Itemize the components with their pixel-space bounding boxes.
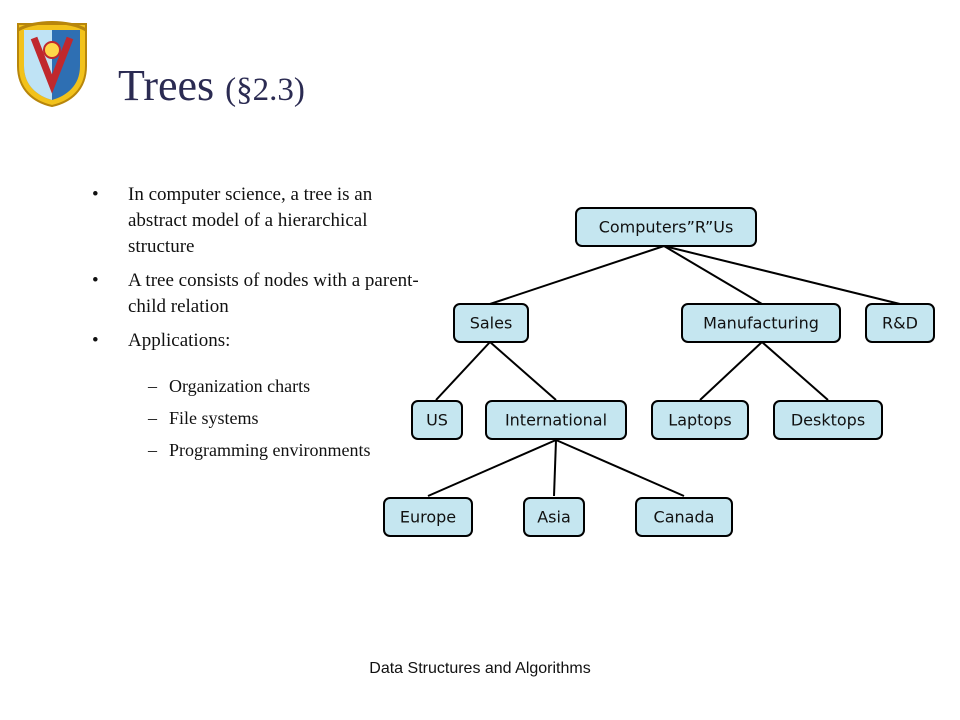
slide-title: Trees (§2.3) [118, 60, 305, 111]
node-laptops-label: Laptops [668, 411, 731, 430]
edge-international-europe [427, 439, 557, 497]
application-org-charts: Organization charts [148, 373, 370, 399]
application-programming-env: Programming environments [148, 437, 370, 463]
node-laptops: Laptops [651, 400, 749, 440]
application-file-systems: File systems [148, 405, 370, 431]
node-rd-label: R&D [882, 314, 918, 333]
edge-root-sales [489, 245, 665, 305]
node-desktops-label: Desktops [791, 411, 865, 430]
node-europe-label: Europe [400, 508, 456, 527]
node-asia: Asia [523, 497, 585, 537]
bullet-parent-child: A tree consists of nodes with a parent-c… [88, 268, 433, 320]
node-root-label: Computers”R”Us [599, 218, 734, 237]
slide-footer: Data Structures and Algorithms [369, 660, 591, 677]
title-text: Trees [118, 61, 215, 110]
node-root: Computers”R”Us [575, 207, 757, 247]
node-europe: Europe [383, 497, 473, 537]
university-crest-icon [17, 21, 87, 108]
node-asia-label: Asia [537, 508, 571, 527]
edge-international-canada [555, 439, 685, 497]
edge-manufacturing-desktops [761, 341, 829, 401]
edge-manufacturing-laptops [699, 341, 763, 401]
node-manufacturing-label: Manufacturing [703, 314, 819, 333]
node-rd: R&D [865, 303, 935, 343]
node-us-label: US [426, 411, 448, 430]
edge-sales-us [435, 341, 491, 401]
node-sales: Sales [453, 303, 529, 343]
bullet-list: In computer science, a tree is an abstra… [88, 182, 433, 362]
edge-root-rd [663, 245, 901, 305]
section-reference: (§2.3) [225, 72, 305, 108]
node-canada: Canada [635, 497, 733, 537]
edge-international-asia [553, 439, 557, 497]
edge-root-manufacturing [663, 245, 763, 305]
node-sales-label: Sales [470, 314, 513, 333]
node-international-label: International [505, 411, 607, 430]
node-international: International [485, 400, 627, 440]
node-manufacturing: Manufacturing [681, 303, 841, 343]
bullet-applications: Applications: [88, 328, 433, 354]
applications-list: Organization charts File systems Program… [148, 373, 370, 469]
edge-sales-international [489, 341, 557, 401]
node-desktops: Desktops [773, 400, 883, 440]
bullet-tree-definition: In computer science, a tree is an abstra… [88, 182, 433, 260]
node-us: US [411, 400, 463, 440]
node-canada-label: Canada [654, 508, 715, 527]
